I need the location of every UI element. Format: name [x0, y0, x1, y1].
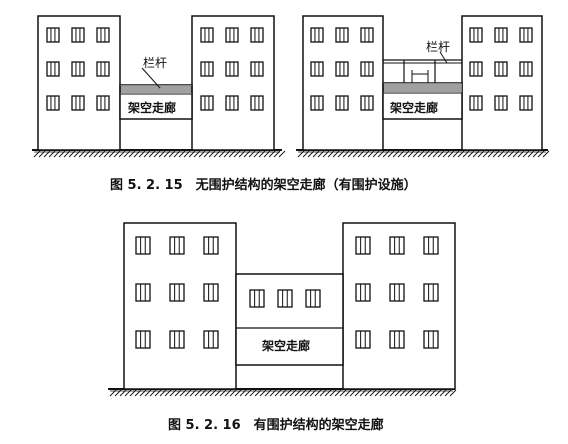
window — [423, 330, 439, 349]
window — [71, 95, 85, 111]
window — [250, 61, 264, 77]
window — [46, 27, 60, 43]
enclosed-corridor-windows — [249, 289, 321, 308]
window — [335, 27, 349, 43]
building-left-b-windows — [200, 27, 264, 111]
railing-right — [382, 59, 463, 94]
window — [225, 61, 239, 77]
window — [169, 283, 185, 302]
figure-5-2-15-left-panel: 栏杆 架空走廊 — [32, 15, 286, 158]
window — [305, 289, 321, 308]
railing-label-right: 栏杆 — [426, 39, 450, 54]
building-bottom-b-windows — [355, 236, 439, 349]
figure-5-2-15-right-panel: 栏杆 架空走廊 — [296, 15, 550, 158]
window — [135, 283, 151, 302]
window — [277, 289, 293, 308]
window — [360, 61, 374, 77]
window — [469, 61, 483, 77]
ground-left — [32, 149, 286, 158]
window — [389, 236, 405, 255]
window — [355, 236, 371, 255]
building-bottom-a-windows — [135, 236, 219, 349]
window — [519, 61, 533, 77]
window — [360, 27, 374, 43]
window — [71, 27, 85, 43]
window — [135, 236, 151, 255]
window — [423, 236, 439, 255]
window — [355, 330, 371, 349]
window — [96, 95, 110, 111]
window — [519, 95, 533, 111]
window — [335, 95, 349, 111]
window — [335, 61, 349, 77]
building-right-b-windows — [469, 27, 533, 111]
window — [71, 61, 85, 77]
window — [469, 27, 483, 43]
caption-figure-5-2-16: 图 5. 2. 16 有围护结构的架空走廊 — [168, 418, 384, 433]
window — [250, 27, 264, 43]
window — [519, 27, 533, 43]
ground-right — [296, 149, 550, 158]
window — [469, 95, 483, 111]
window — [200, 61, 214, 77]
window — [203, 236, 219, 255]
building-left-a-windows — [46, 27, 110, 111]
window — [310, 27, 324, 43]
corridor-label-bottom: 架空走廊 — [261, 338, 310, 353]
caption-figure-5-2-15: 图 5. 2. 15 无围护结构的架空走廊（有围护设施） — [110, 178, 417, 193]
window — [310, 95, 324, 111]
railing-left — [119, 84, 193, 95]
window — [96, 27, 110, 43]
window — [200, 95, 214, 111]
window — [200, 27, 214, 43]
window — [169, 330, 185, 349]
window — [169, 236, 185, 255]
ground-bottom — [108, 388, 457, 397]
window — [203, 330, 219, 349]
corridor-label-left: 架空走廊 — [127, 100, 176, 115]
window — [423, 283, 439, 302]
enclosed-corridor — [235, 273, 344, 366]
window — [135, 330, 151, 349]
figure-5-2-16: 架空走廊 — [108, 222, 457, 397]
railing-label-left: 栏杆 — [143, 55, 167, 70]
window — [46, 95, 60, 111]
building-right-a-windows — [310, 27, 374, 111]
window — [250, 95, 264, 111]
window — [225, 95, 239, 111]
window — [494, 61, 508, 77]
window — [389, 283, 405, 302]
window — [225, 27, 239, 43]
window — [46, 61, 60, 77]
window — [203, 283, 219, 302]
window — [96, 61, 110, 77]
window — [360, 95, 374, 111]
window — [249, 289, 265, 308]
corridor-label-right: 架空走廊 — [389, 100, 438, 115]
window — [494, 27, 508, 43]
window — [494, 95, 508, 111]
window — [355, 283, 371, 302]
window — [389, 330, 405, 349]
window — [310, 61, 324, 77]
